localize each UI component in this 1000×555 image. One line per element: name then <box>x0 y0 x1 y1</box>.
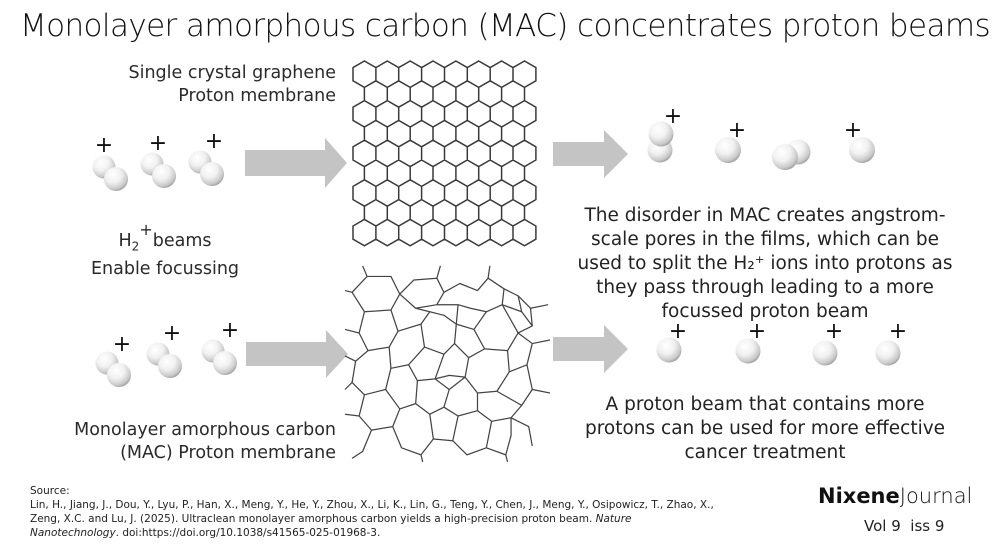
svg-text:+: + <box>748 319 766 344</box>
neutral-h2-icon <box>772 139 811 170</box>
proton-icon: + <box>715 118 746 163</box>
cancer-treatment-text: A proton beam that contains more protons… <box>584 394 946 463</box>
h2-ion-icon: + <box>95 332 131 387</box>
graphene-membrane-label: Single crystal graphene Proton membrane <box>60 62 336 108</box>
h2-ion-icon: + <box>201 318 239 375</box>
amorphous-carbon-lattice-image <box>344 265 551 463</box>
proton-icon: + <box>656 319 687 363</box>
volume-issue: Vol 9 iss 9 <box>864 517 945 535</box>
svg-text:+: + <box>149 131 167 156</box>
proton-icon: + <box>812 319 843 366</box>
mac-membrane-label: Monolayer amorphous carbon (MAC) Proton … <box>30 419 336 465</box>
h2-ion-icon: + <box>140 131 176 188</box>
svg-text:+: + <box>728 118 746 143</box>
mac-label-line1: Monolayer amorphous carbon <box>74 420 336 440</box>
h2-ion-group-bottom: + + + <box>95 318 239 387</box>
source-citation: Source: Lin, H., Jiang, J., Dou, Y., Lyu… <box>30 485 714 539</box>
svg-text:+: + <box>221 318 239 343</box>
h2-ion-icon: + <box>188 129 224 186</box>
svg-text:+: + <box>889 319 907 344</box>
arrow-right-icon <box>553 325 628 373</box>
h2-ion-icon: + <box>146 321 182 378</box>
h2-ion-icon: + <box>92 133 128 191</box>
mac-explanation-text: The disorder in MAC creates angstrom- sc… <box>577 205 953 322</box>
svg-text:+: + <box>825 319 843 344</box>
graphene-label-line1: Single crystal graphene <box>128 63 336 83</box>
doi-link[interactable]: . doi:https://doi.org/10.1038/s41565-025… <box>115 527 381 539</box>
enable-focussing-text: Enable focussing <box>90 259 240 280</box>
output-protons-bottom: + + + + <box>656 319 907 366</box>
svg-text:+: + <box>664 104 682 129</box>
svg-text:+: + <box>205 129 223 154</box>
page-title: Monolayer amorphous carbon (MAC) concent… <box>20 8 991 44</box>
h2-beams-caption: H2+beams Enable focussing <box>60 220 270 281</box>
proton-icon: + <box>844 118 875 163</box>
arrow-right-icon <box>246 330 348 378</box>
h2-symbol: H <box>118 230 132 251</box>
mac-label-line2: (MAC) Proton membrane <box>120 443 336 463</box>
source-heading: Source: <box>30 485 70 497</box>
svg-text:+: + <box>95 133 113 158</box>
h2-ion-group-top: + + + <box>92 129 224 191</box>
graphene-lattice-image <box>352 60 537 247</box>
svg-text:+: + <box>113 332 131 357</box>
svg-text:+: + <box>669 319 687 344</box>
arrow-right-icon <box>245 138 347 188</box>
arrow-right-icon <box>553 130 628 178</box>
journal-logo: NixeneJournal <box>818 484 973 508</box>
proton-icon: + <box>735 319 766 364</box>
graphene-label-line2: Proton membrane <box>178 86 336 106</box>
h2-ion-icon: + <box>647 104 682 163</box>
svg-text:+: + <box>844 118 862 143</box>
output-particles-top: + + + <box>647 104 875 170</box>
proton-icon: + <box>875 319 907 366</box>
svg-text:+: + <box>163 321 181 346</box>
